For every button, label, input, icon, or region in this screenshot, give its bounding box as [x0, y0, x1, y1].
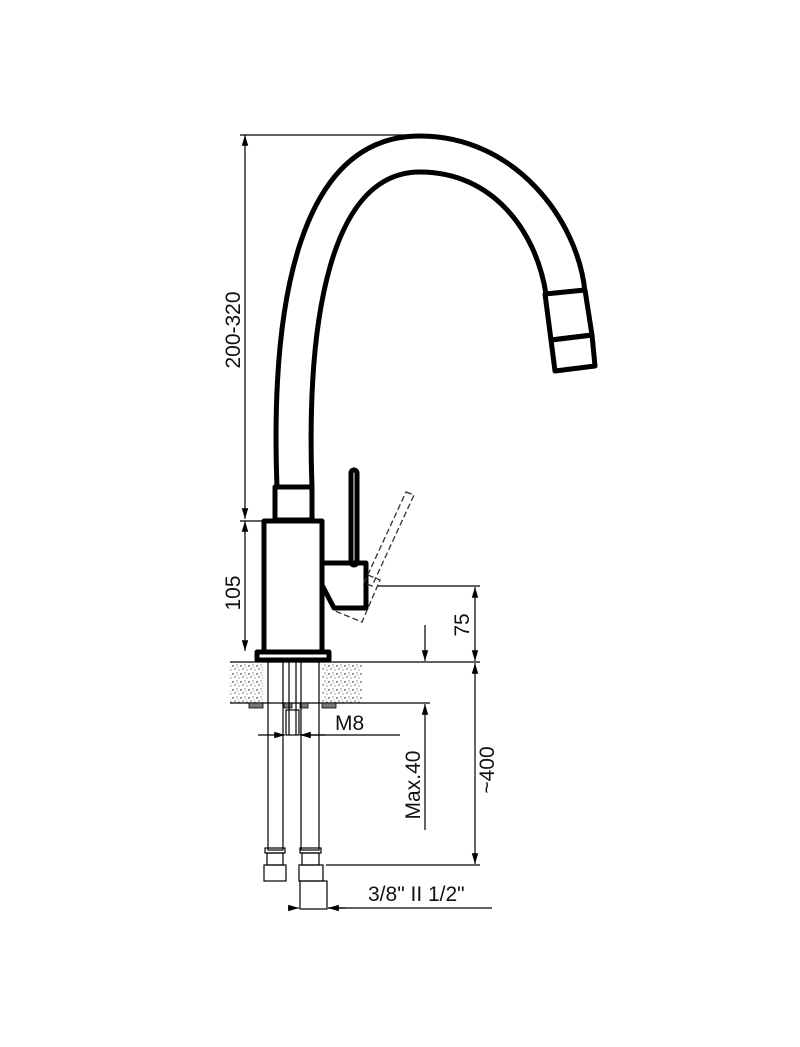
- faucet-body: [254, 518, 332, 663]
- body-height-label: 105: [222, 575, 245, 610]
- spout-height-label: 200-320: [222, 291, 245, 368]
- handle-block: [319, 560, 369, 611]
- handle: [319, 467, 415, 623]
- hose-left: [267, 661, 284, 851]
- stud-and-hoses: [263, 661, 328, 910]
- lever: [348, 467, 360, 568]
- hose-length-label: ~400: [476, 746, 499, 793]
- spout: [272, 133, 598, 523]
- connector-stub: [299, 880, 328, 910]
- max-thickness-label: Max.40: [402, 751, 425, 820]
- connection-label: 3/8" II 1/2": [368, 883, 465, 906]
- aerator-upper: [542, 287, 595, 343]
- spout-collar: [272, 484, 315, 523]
- hose-right: [300, 661, 320, 851]
- handle-height-label: 75: [451, 613, 474, 636]
- thread-label: M8: [335, 712, 364, 735]
- base-plate: [254, 649, 332, 663]
- dimension-lines: [240, 134, 492, 912]
- lever-open-position: [363, 491, 415, 587]
- aerator-lower: [548, 332, 598, 374]
